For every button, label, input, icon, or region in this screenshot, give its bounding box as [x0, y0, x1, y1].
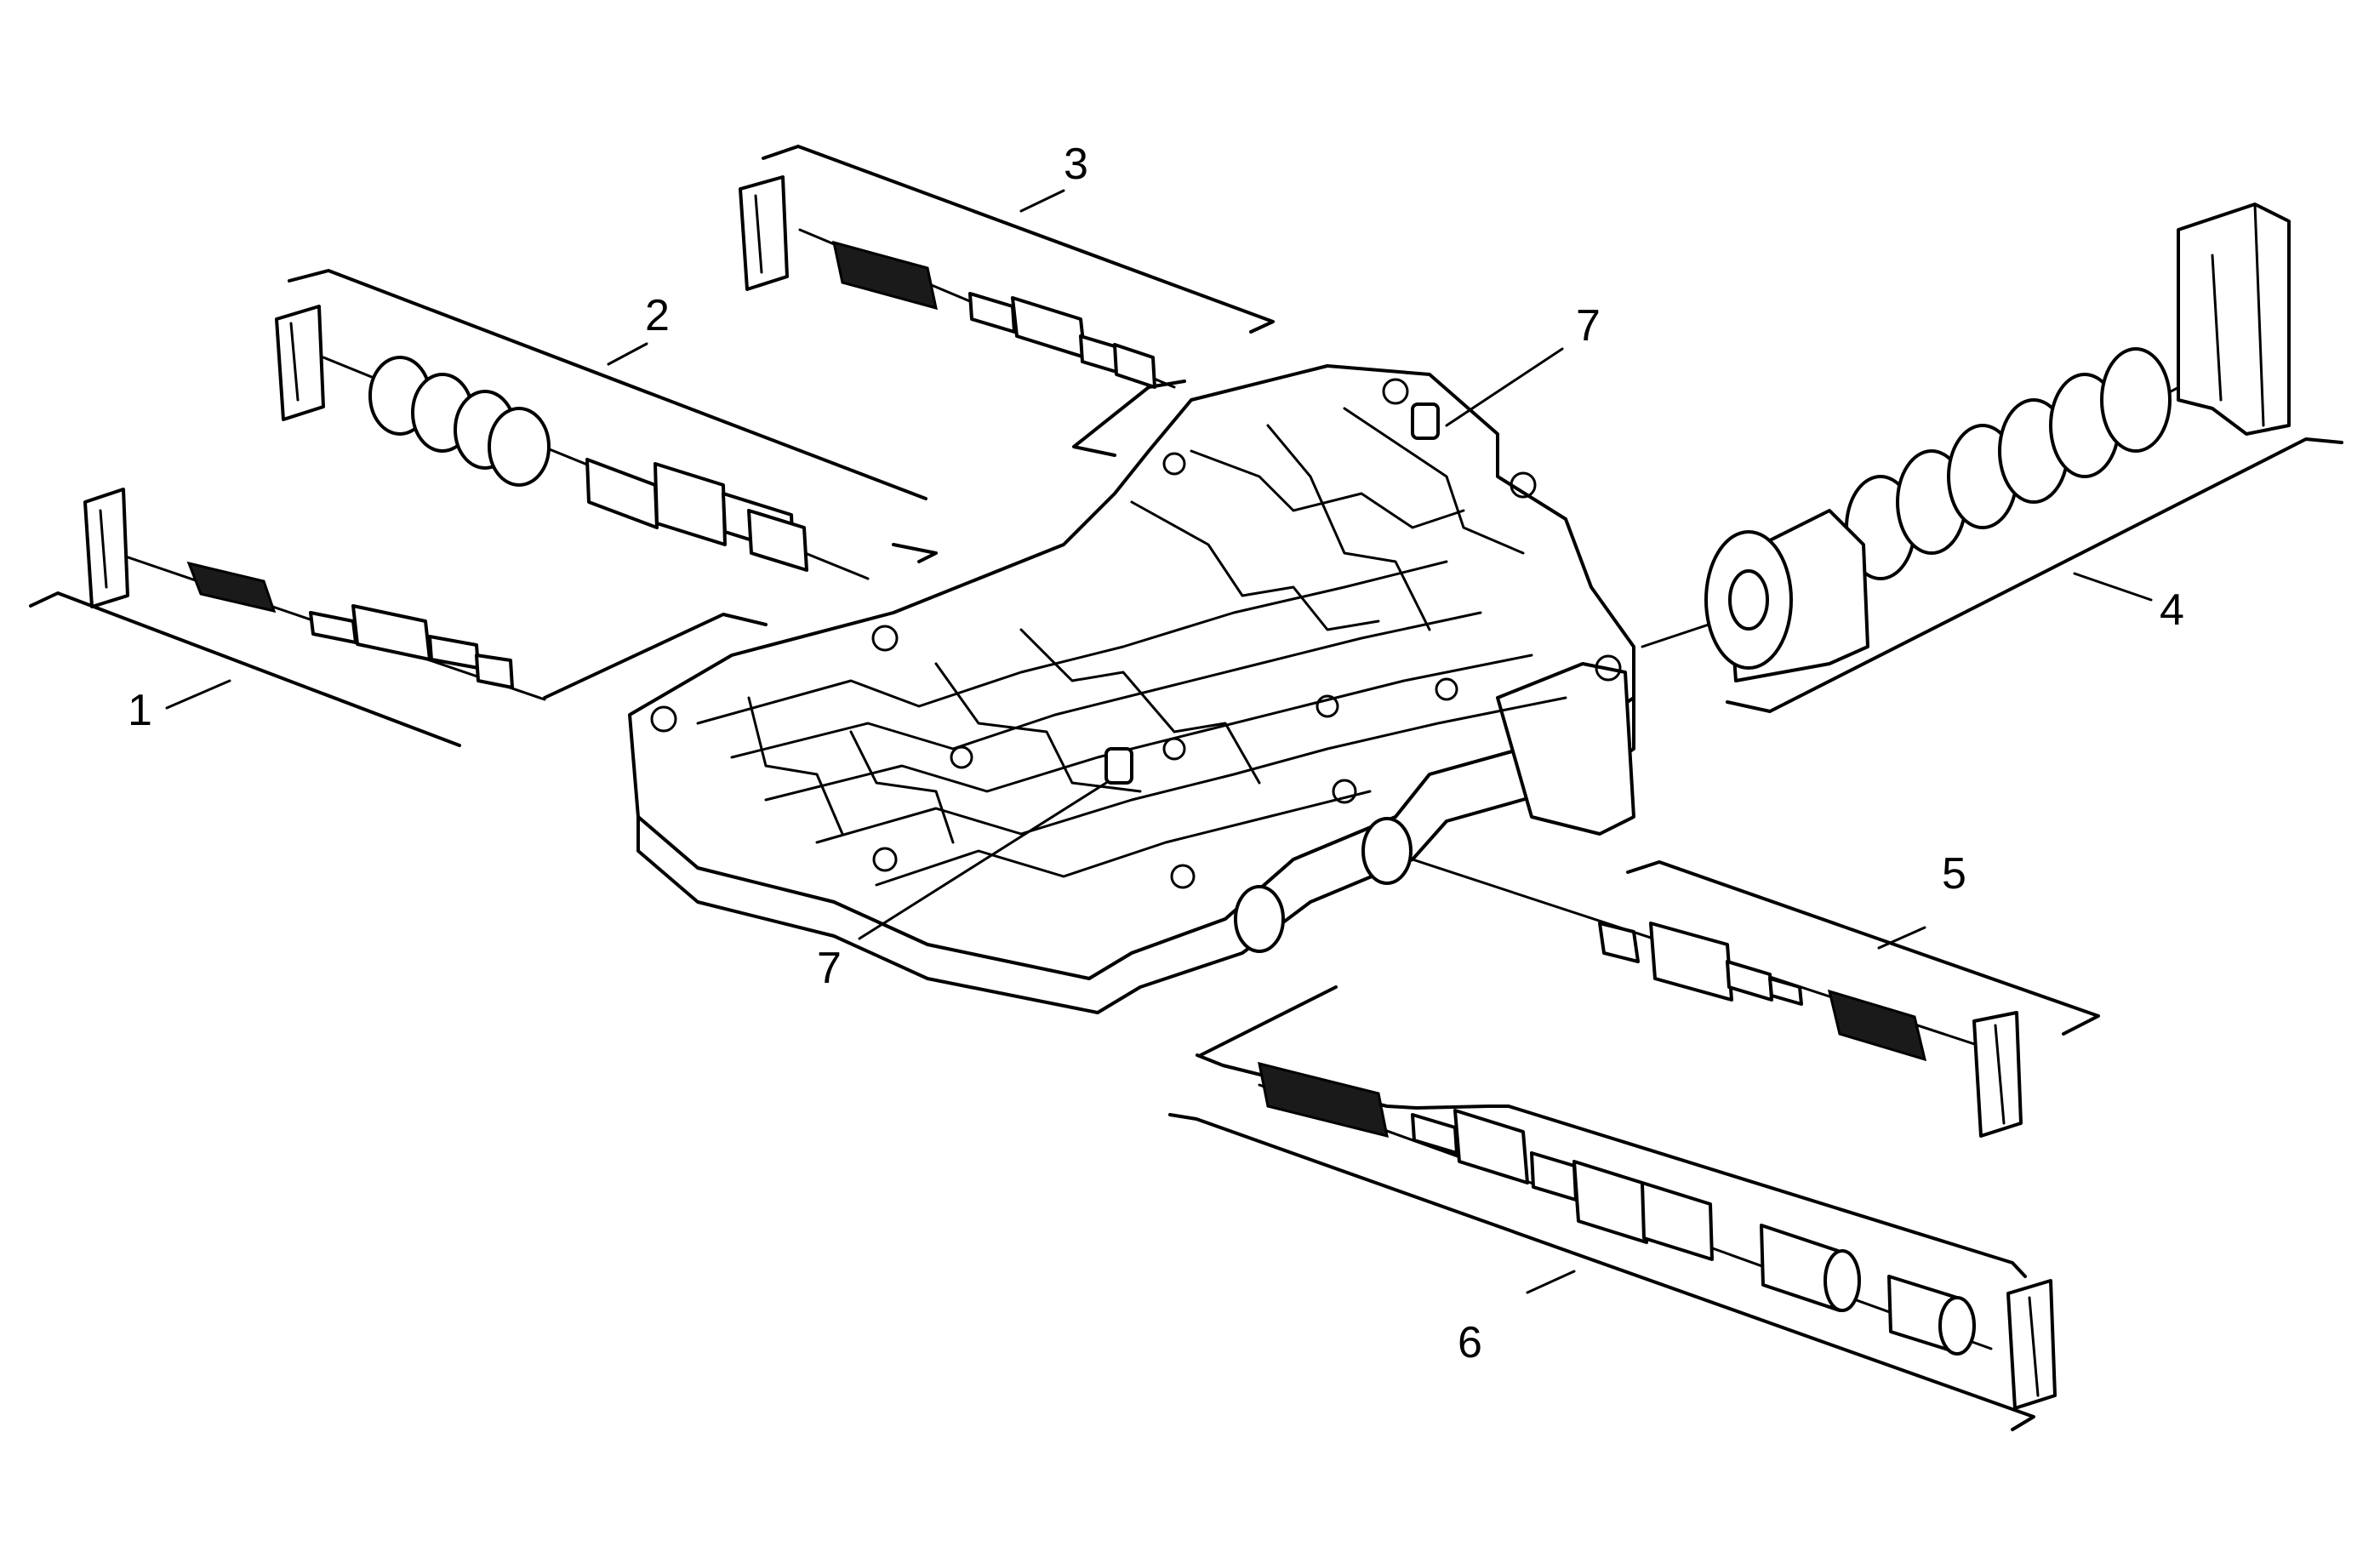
leader-line-6 — [1526, 1270, 1576, 1294]
retainer-clip-1 — [83, 488, 129, 608]
callout-6: 6 — [1458, 1318, 1482, 1367]
spring-1 — [186, 561, 277, 614]
callout-7-upper: 7 — [1576, 301, 1601, 351]
retainer-clip-5 — [1972, 1011, 2023, 1138]
valve-group-5 — [1411, 858, 2100, 1138]
valve-body — [628, 364, 1635, 1014]
retainer-clip-3 — [739, 175, 789, 291]
valve-group-4 — [1641, 203, 2343, 713]
leader-line-4 — [2073, 572, 2153, 602]
leader-line-2 — [607, 342, 648, 366]
check-ball-pin-upper — [1411, 402, 1440, 440]
leader-line-1 — [165, 679, 231, 710]
spring-3 — [832, 240, 938, 311]
leader-line-5 — [1877, 926, 1926, 950]
callout-7-lower: 7 — [817, 944, 842, 993]
callout-5: 5 — [1942, 849, 1966, 899]
leader-line-7-lower — [858, 781, 1108, 940]
valve-group-6 — [1168, 985, 2057, 1431]
valve-group-1 — [29, 488, 768, 747]
callout-4: 4 — [2160, 585, 2184, 635]
spring-6 — [1258, 1061, 1389, 1139]
retainer-clip-2 — [275, 305, 325, 421]
retainer-clip-6 — [2006, 1279, 2057, 1410]
valve-group-2 — [275, 269, 938, 580]
valve-group-3 — [739, 145, 1275, 457]
leader-line-3 — [1019, 189, 1065, 213]
callout-3: 3 — [1064, 140, 1088, 189]
leader-line-7-upper — [1445, 347, 1564, 427]
callout-1: 1 — [128, 686, 152, 735]
check-ball-pin-lower — [1104, 747, 1133, 785]
callout-2: 2 — [645, 291, 670, 340]
spring-5 — [1827, 989, 1927, 1062]
retainer-clip-4 — [2177, 203, 2291, 436]
